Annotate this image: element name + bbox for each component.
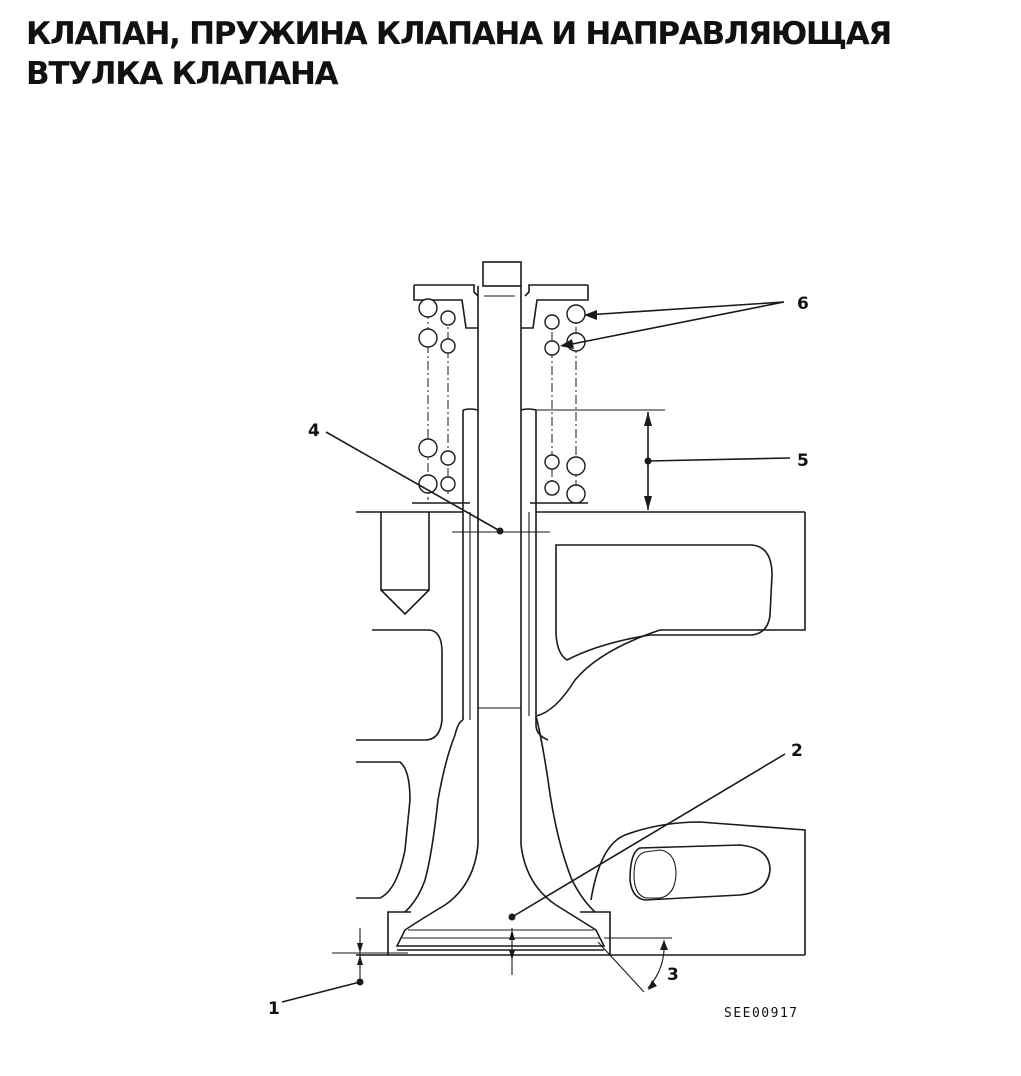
dimension-4	[325, 431, 550, 535]
cylinder-head	[356, 511, 806, 956]
callout-3-label: 3	[667, 965, 679, 985]
spring-retainer	[412, 284, 589, 504]
page-title: КЛАПАН, ПРУЖИНА КЛАПАНА И НАПРАВЛЯЮЩАЯ В…	[26, 14, 926, 94]
figure-code: SEE00917	[724, 1006, 799, 1021]
callout-6-leaders	[560, 301, 785, 349]
callout-1-label: 1	[268, 999, 280, 1019]
page-title-line-2: ВТУЛКА КЛАПАНА	[26, 56, 339, 92]
page-title-line-1: КЛАПАН, ПРУЖИНА КЛАПАНА И НАПРАВЛЯЮЩАЯ	[26, 16, 892, 52]
dimension-3	[597, 937, 672, 993]
valve	[395, 261, 606, 951]
callout-5-label: 5	[797, 451, 809, 471]
valve-springs	[418, 298, 586, 504]
callout-6-label: 6	[797, 294, 809, 314]
callout-2-label: 2	[791, 741, 803, 761]
dimension-2	[508, 753, 786, 975]
callout-4-label: 4	[308, 421, 320, 441]
dimension-5	[536, 409, 791, 510]
valve-guide	[404, 408, 596, 913]
dimension-1	[281, 928, 408, 1003]
